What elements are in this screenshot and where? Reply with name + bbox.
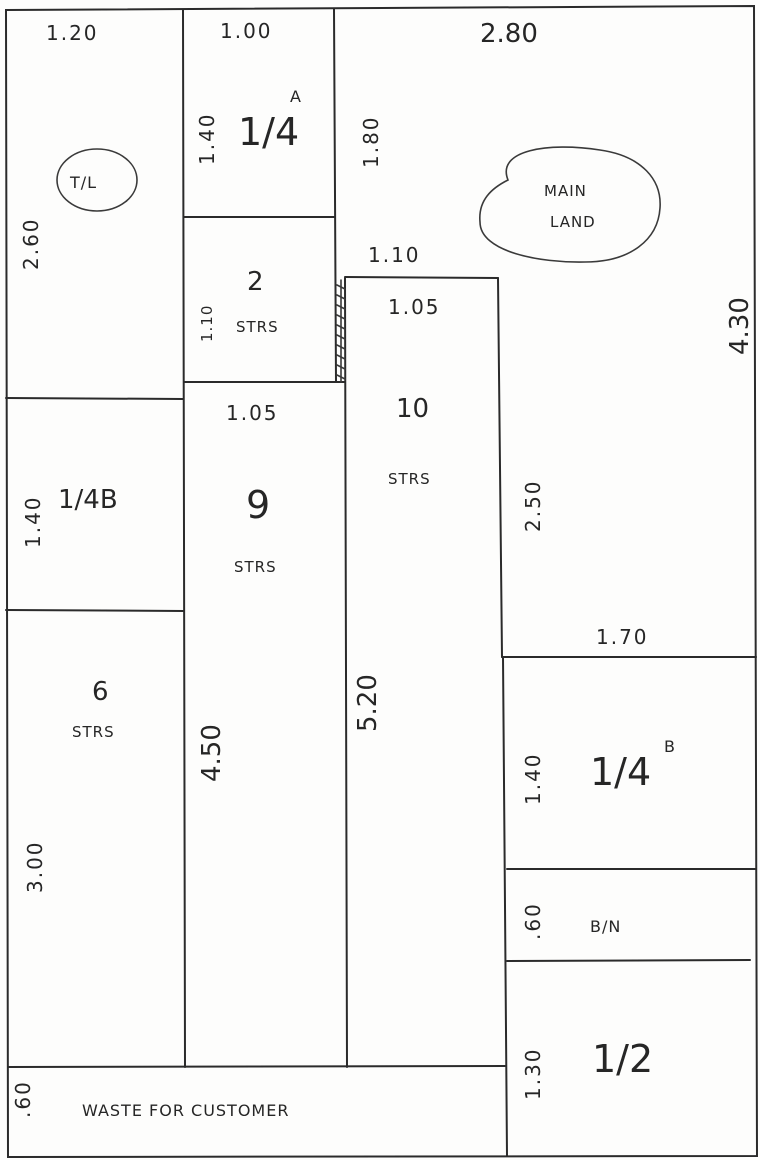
dim-quarter-b-left-height: 1.40: [21, 495, 45, 548]
divider-stairs10-right: [497, 277, 503, 658]
label-bin: B/N: [590, 917, 621, 936]
label-stairs10-num: 10: [396, 394, 429, 424]
label-main-land-2: LAND: [550, 213, 596, 231]
label-stairs10-text: STRS: [388, 470, 431, 488]
label-stairs9-text: STRS: [234, 558, 277, 576]
dim-right-mid-height: 2.50: [521, 479, 545, 532]
label-main-land-1: MAIN: [544, 182, 587, 200]
divider-quarter-a-right: [333, 8, 337, 383]
label-stairs9-num: 9: [246, 483, 270, 527]
divider-tl-right: [182, 9, 186, 1068]
divider-quarter-b-left-bottom: [5, 609, 185, 612]
dim-stairs6-height: 3.00: [23, 840, 47, 893]
dim-main-step: 1.10: [368, 243, 421, 267]
dim-quarter-b-right-width: 1.70: [596, 625, 649, 649]
label-quarter-a: 1/4: [238, 110, 299, 154]
dim-quarter-a-width: 1.00: [220, 19, 273, 43]
divider-bin-bottom: [506, 959, 751, 962]
divider-waste-top: [7, 1065, 506, 1068]
main-land-cloud: [479, 146, 661, 263]
dim-tl-width: 1.20: [46, 21, 99, 45]
divider-right-column: [502, 656, 508, 1157]
dim-bin-height: .60: [521, 902, 545, 940]
tl-circle: [56, 148, 138, 212]
dim-quarter-b-right-height: 1.40: [521, 752, 545, 805]
label-quarter-b-right-sup: B: [664, 737, 676, 756]
dim-main-left-height: 1.80: [359, 115, 383, 168]
label-stairs2-text: STRS: [236, 318, 279, 336]
label-quarter-b-right: 1/4: [590, 750, 651, 794]
label-tl: T/L: [69, 173, 97, 192]
dim-quarter-a-height: 1.40: [195, 112, 219, 165]
label-half: 1/2: [592, 1037, 653, 1081]
divider-main-bottom: [344, 276, 499, 279]
dim-stairs10-width: 1.05: [388, 295, 441, 319]
dim-half-height: 1.30: [521, 1047, 545, 1100]
label-stairs6-num: 6: [92, 677, 109, 707]
label-stairs2-num: 2: [247, 267, 264, 297]
dim-stairs9-width: 1.05: [226, 401, 279, 425]
dim-main-width: 2.80: [480, 19, 538, 49]
dim-stairs9-height: 4.50: [197, 724, 227, 782]
divider-tl-bottom: [5, 397, 184, 400]
dim-main-right-height: 4.30: [725, 297, 755, 355]
label-stairs6-text: STRS: [72, 723, 115, 741]
outer-border: [4, 4, 759, 1159]
hatched-join: [336, 279, 346, 383]
label-waste: WASTE FOR CUSTOMER: [82, 1101, 289, 1120]
dim-waste-height: .60: [11, 1080, 35, 1118]
dim-stairs2-height: 1.10: [198, 305, 216, 342]
dim-tl-height: 2.60: [19, 217, 43, 270]
label-quarter-a-sup: A: [290, 87, 302, 106]
label-quarter-b-left: 1/4B: [58, 485, 118, 515]
dim-stairs10-height: 5.20: [353, 674, 383, 732]
divider-stairs10-left: [344, 277, 348, 1068]
